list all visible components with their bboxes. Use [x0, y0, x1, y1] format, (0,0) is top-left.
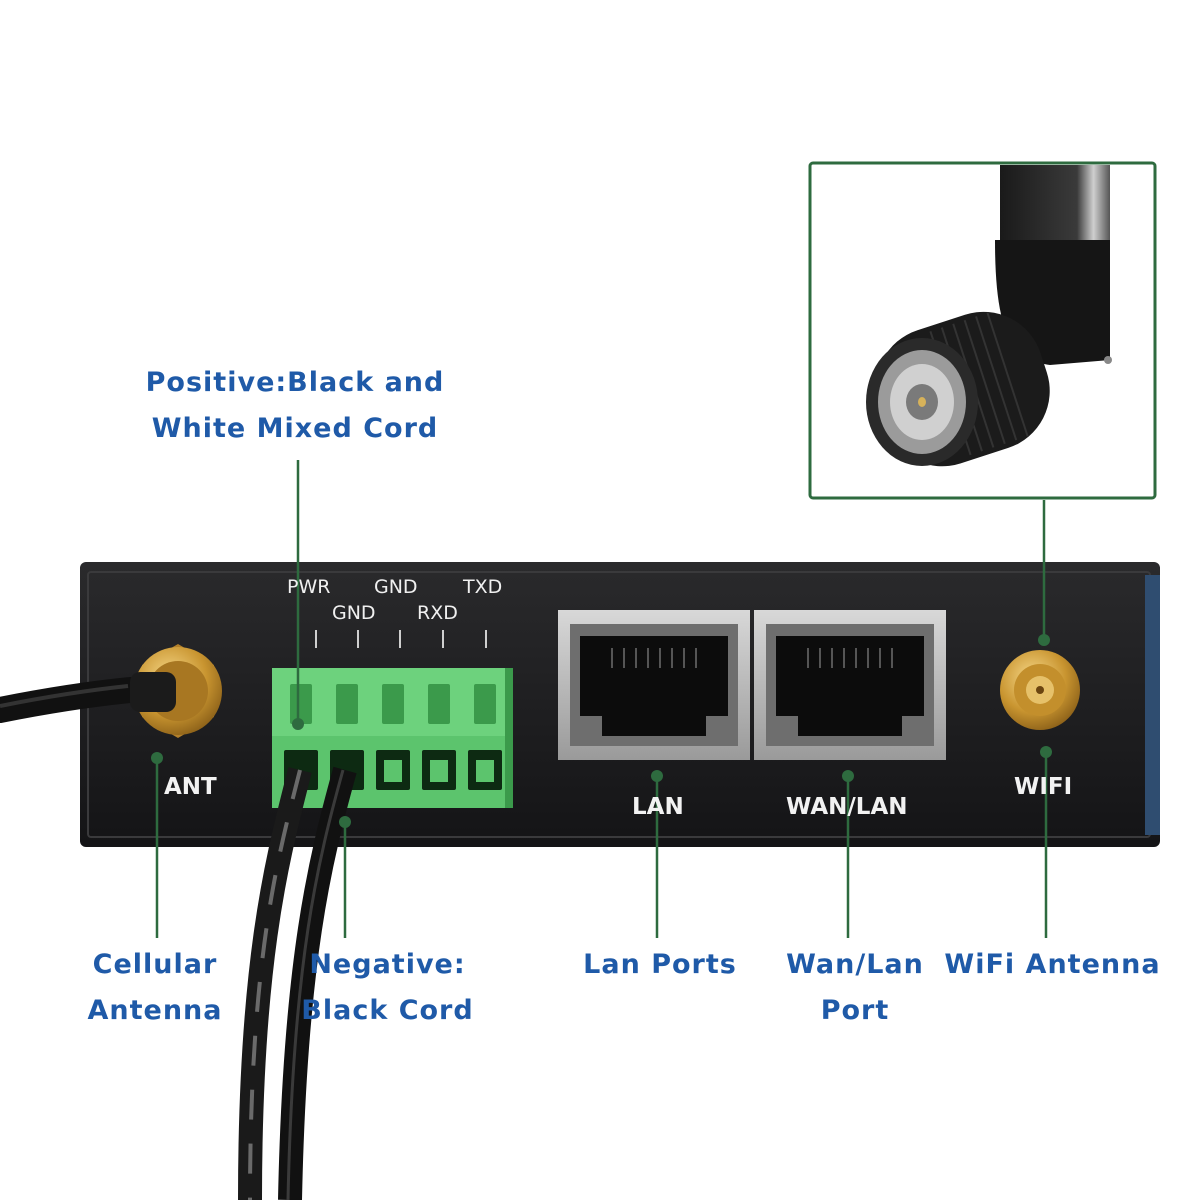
- sma-connector-icon: [130, 644, 222, 738]
- callout-wan-lan-port: Wan/Lan Port: [765, 942, 945, 1034]
- panel-label-ant: ANT: [164, 774, 217, 800]
- pin-label-gnd-1: GND: [332, 602, 376, 624]
- callout-lan-ports: Lan Ports: [570, 942, 750, 988]
- pin-label-pwr: PWR: [287, 576, 331, 598]
- panel-label-wifi: WIFI: [1014, 774, 1073, 800]
- cellular-cable: [0, 677, 143, 723]
- callout-wan-line-1: Wan/Lan: [786, 949, 924, 980]
- callout-lan-line-1: Lan Ports: [583, 949, 737, 980]
- callout-negative-cord: Negative: Black Cord: [290, 942, 485, 1034]
- panel-label-lan: LAN: [632, 794, 684, 820]
- pin-ticks: [315, 630, 487, 648]
- wifi-sma-connector-icon: [1000, 650, 1080, 730]
- callout-wan-line-2: Port: [820, 995, 890, 1026]
- leader-lines: [151, 460, 1052, 938]
- pin-label-rxd: RXD: [417, 602, 458, 624]
- callout-positive-cord: Positive:Black and White Mixed Cord: [140, 360, 450, 452]
- callout-cellular-line-2: Antenna: [87, 995, 223, 1026]
- callout-positive-line-2: White Mixed Cord: [151, 413, 439, 444]
- rj45-port-icon-2: [754, 610, 946, 760]
- callout-negative-line-1: Negative:: [309, 949, 466, 980]
- callout-negative-line-2: Black Cord: [301, 995, 474, 1026]
- callout-wifi-antenna: WiFi Antenna: [940, 942, 1165, 988]
- rj45-port-icon: [558, 610, 750, 760]
- callout-positive-line-1: Positive:Black and: [145, 367, 445, 398]
- power-cords: [238, 766, 357, 1200]
- panel-label-wan: WAN/LAN: [786, 794, 908, 820]
- antenna-inset: [808, 161, 1157, 500]
- callout-cellular-antenna: Cellular Antenna: [70, 942, 240, 1034]
- pin-label-gnd-2: GND: [374, 576, 418, 598]
- pin-label-txd: TXD: [463, 576, 503, 598]
- callout-cellular-line-1: Cellular: [92, 949, 218, 980]
- terminal-block-icon: [272, 668, 513, 808]
- callout-wifi-line-1: WiFi Antenna: [944, 949, 1161, 980]
